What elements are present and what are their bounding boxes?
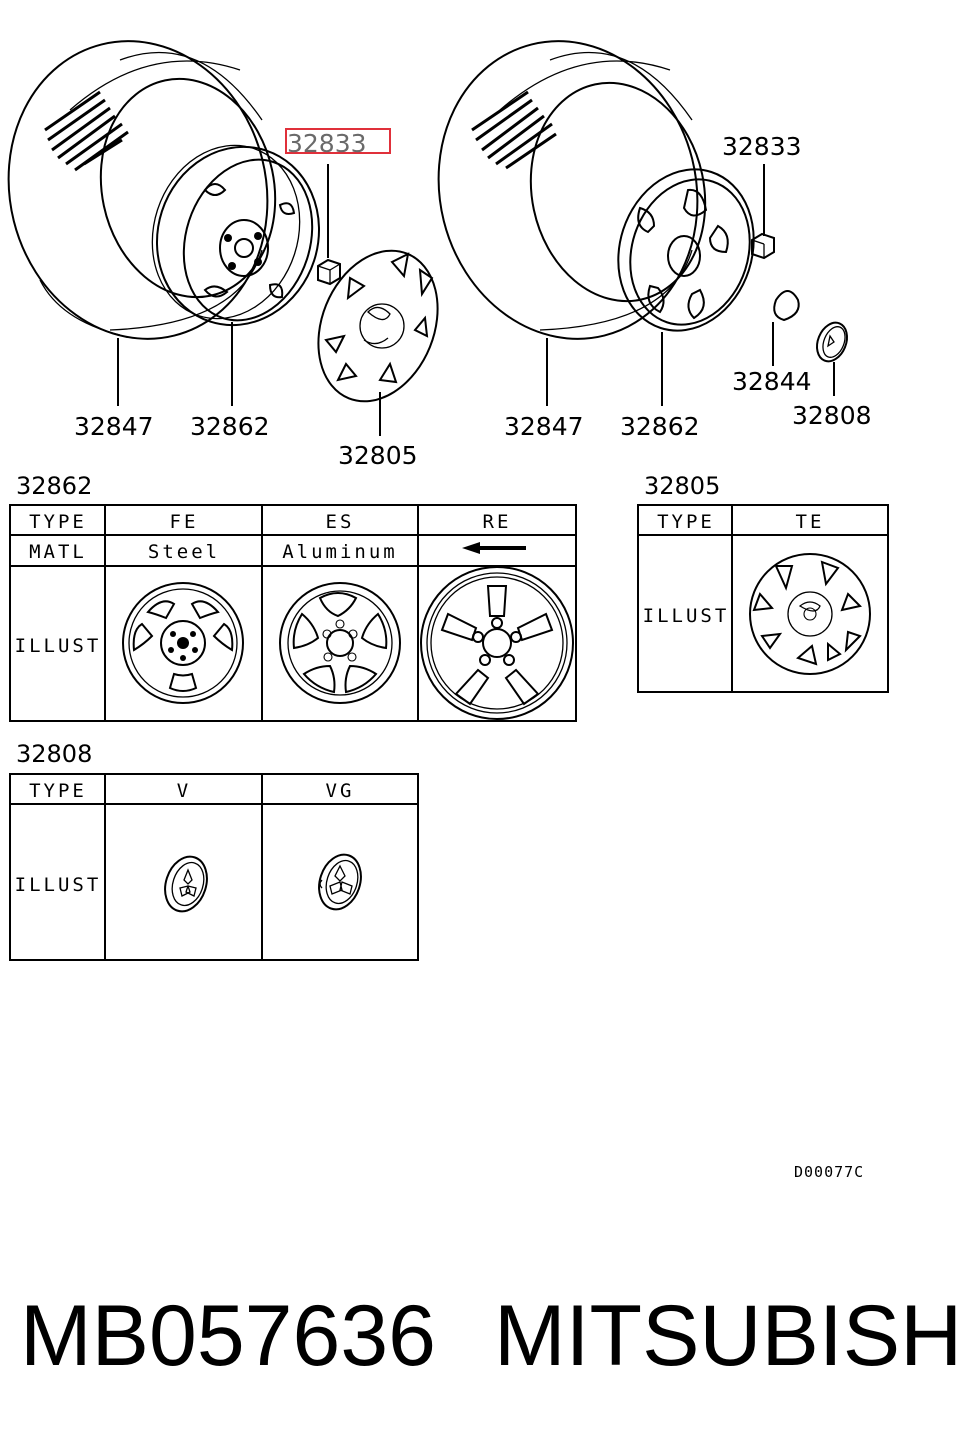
table-32862-illust-label: ILLUST [15, 635, 102, 657]
part-label-32833-highlighted[interactable]: 32833 [287, 129, 367, 158]
washer-illustration [772, 290, 800, 366]
tread-pattern [44, 90, 129, 172]
table-32862-header-es: ES [326, 511, 355, 533]
table-32805-title: 32805 [644, 472, 720, 500]
table-32808-illust-label: ILLUST [15, 874, 102, 896]
table-32805-illust-label: ILLUST [643, 605, 730, 627]
lug-nut-left [317, 164, 341, 286]
wheel-cover-te-illustration [749, 553, 871, 675]
diagram-code: D00077C [794, 1163, 865, 1181]
table-32805-header-type: TYPE [657, 511, 715, 533]
part-label-nut-right[interactable]: 32833 [722, 132, 802, 161]
left-tire-illustration [7, 40, 277, 340]
part-label-wheel-right[interactable]: 32862 [620, 412, 700, 441]
part-label-wheel-cover[interactable]: 32805 [338, 441, 418, 470]
alloy-wheel-re-illustration [420, 566, 574, 720]
table-32862-matl-label: MATL [29, 541, 87, 563]
right-tire-illustration [437, 40, 707, 340]
table-32862-title: 32862 [16, 472, 92, 500]
part-label-wheel-left[interactable]: 32862 [190, 412, 270, 441]
center-cap-v-illustration [164, 855, 208, 913]
table-32862-header-type: TYPE [29, 511, 87, 533]
alloy-wheel-es-illustration [279, 582, 401, 704]
table-32862-header-fe: FE [170, 511, 199, 533]
highlight-box [285, 128, 391, 154]
table-32805 [637, 504, 889, 693]
tread-pattern [471, 90, 557, 170]
table-32808-title: 32808 [16, 740, 92, 768]
table-32808 [9, 773, 419, 961]
part-label-tire-left[interactable]: 32847 [74, 412, 154, 441]
lug-nut-right [751, 164, 775, 260]
table-32862-matl-fe: Steel [148, 541, 220, 563]
brand-name: MITSUBISHI [494, 1288, 960, 1384]
left-arrow-icon [462, 542, 526, 554]
right-alloy-wheel-illustration [617, 168, 755, 406]
part-label-tire-right[interactable]: 32847 [504, 412, 584, 441]
table-32805-header-te: TE [796, 511, 825, 533]
table-32808-header-v: V [177, 780, 191, 802]
part-label-washer[interactable]: 32844 [732, 367, 812, 396]
table-32862-matl-es: Aluminum [282, 541, 398, 563]
center-cap-illustration [816, 321, 848, 396]
table-32808-header-type: TYPE [29, 780, 87, 802]
part-number: MB057636 [20, 1288, 436, 1384]
left-steel-wheel-illustration [151, 144, 321, 406]
table-32808-header-vg: VG [326, 780, 355, 802]
steel-wheel-fe-illustration [122, 582, 244, 704]
part-label-center-cap[interactable]: 32808 [792, 401, 872, 430]
table-32862-header-re: RE [483, 511, 512, 533]
table-32862 [9, 504, 577, 722]
center-cap-vg-illustration [318, 853, 362, 911]
wheel-cover-illustration [317, 249, 439, 436]
